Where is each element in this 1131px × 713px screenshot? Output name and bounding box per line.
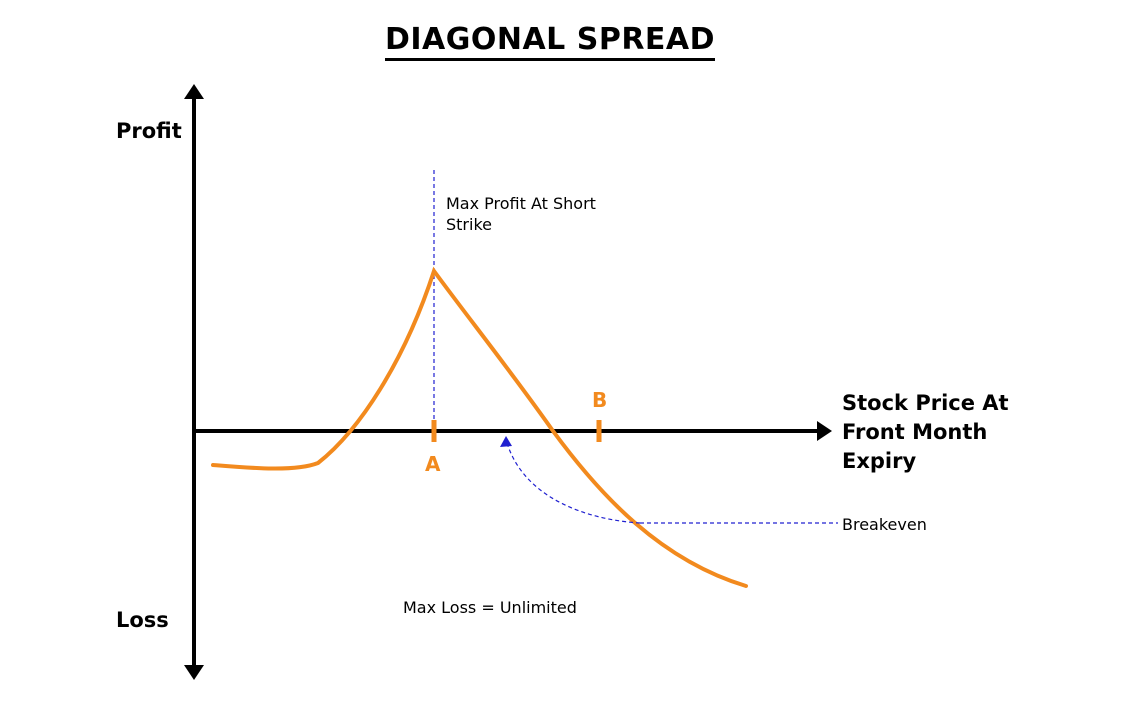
- strike-a-label: A: [425, 452, 441, 476]
- y-axis-down-arrow: [184, 665, 204, 680]
- x-axis-arrow: [817, 421, 832, 441]
- max-loss-annotation: Max Loss = Unlimited: [403, 598, 577, 617]
- y-axis-profit-label: Profit: [116, 119, 182, 143]
- payoff-curve: [211, 266, 748, 588]
- diagram-title: DIAGONAL SPREAD: [0, 22, 1100, 61]
- breakeven-arrowhead: [500, 436, 512, 447]
- strike-b-label: B: [592, 388, 608, 412]
- max-profit-annotation: Max Profit At Short Strike: [446, 194, 596, 234]
- y-axis-up-arrow: [184, 84, 204, 99]
- x-axis-label: Stock Price At Front Month Expiry: [842, 391, 1009, 473]
- y-axis-loss-label: Loss: [116, 608, 169, 632]
- breakeven-annotation: Breakeven: [842, 515, 927, 534]
